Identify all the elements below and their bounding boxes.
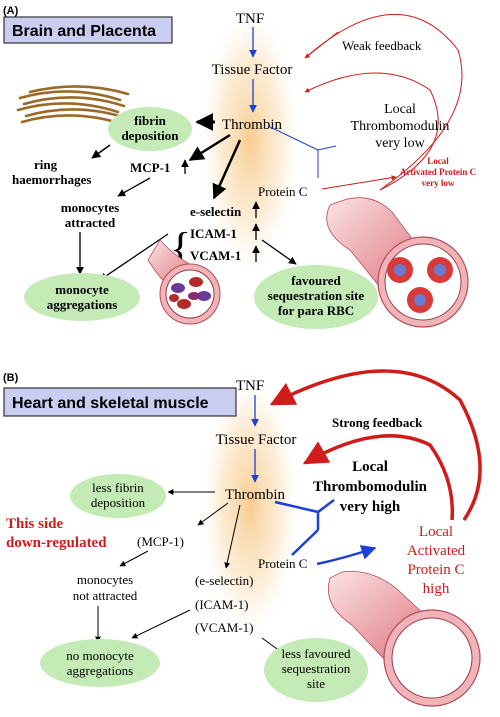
arrow-thrombin-adhesion-a	[212, 139, 242, 200]
sequestration-a-line2: sequestration site	[268, 288, 365, 303]
monocyte-agg-ellipse-b	[40, 639, 160, 687]
thrombomodulin-a-line1: Local	[384, 102, 416, 117]
glow-a	[198, 0, 302, 280]
apc-b-line3: Protein C	[407, 562, 464, 578]
panel-label-a: (A)	[3, 5, 19, 17]
mcp1-b: (MCP-1)	[137, 534, 184, 549]
fibrin-strands-icon	[16, 85, 130, 126]
panel-b: (B) Heart and skeletal muscle TNF Tissue…	[3, 365, 482, 707]
adhesion-a-vcam1: VCAM-1	[190, 248, 241, 263]
sequestration-a-line3: for para RBC	[278, 303, 354, 318]
monocytes-a-line2: attracted	[65, 215, 116, 230]
arrow-adhesion-agg-b	[131, 609, 191, 639]
mcp1-a: MCP-1	[130, 160, 170, 175]
fibrin-b-line1: less fibrin	[92, 480, 144, 495]
monocytes-b-line2: not attracted	[73, 588, 138, 603]
thrombomodulin-link-a	[267, 125, 319, 151]
sequestration-b-line3: site	[307, 676, 325, 691]
arrow-adhesion-seq-a	[261, 239, 297, 265]
vessel-cross-section-b	[383, 609, 481, 707]
ring-a-line1: ring	[34, 157, 58, 172]
arrow-thrombin-mcp1-a	[188, 133, 231, 162]
panel-title-b: Heart and skeletal muscle	[12, 395, 209, 412]
apc-a-line2: Activated Protein C	[400, 167, 476, 177]
feedback-arrowhead-a	[304, 31, 339, 59]
adhesion-b-vcam1: (VCAM-1)	[195, 620, 254, 635]
tissue-factor-b: Tissue Factor	[216, 432, 297, 448]
sequestration-ellipse-a	[254, 265, 378, 329]
vessel-cross-section-a-mid	[159, 263, 221, 325]
down-regulated-line2: down-regulated	[6, 535, 107, 551]
apc-b-line1: Local	[419, 524, 453, 540]
tissue-factor-a: Tissue Factor	[212, 62, 293, 78]
fibrin-a-line1: fibrin	[134, 113, 167, 128]
monocyte-agg-b-line2: aggregations	[67, 663, 133, 678]
adhesion-a-eselectin: e-selectin	[190, 204, 242, 219]
monocytes-a-line1: monocytes	[61, 200, 120, 215]
title-box-a	[3, 16, 173, 44]
feedback-loop-a-inner	[304, 72, 439, 191]
arrow-adhesion-agg-a	[99, 233, 169, 281]
apc-a-line3: very low	[422, 178, 455, 188]
thrombomodulin-link-b	[274, 500, 319, 514]
adhesion-b-eselectin: (e-selectin)	[195, 573, 253, 588]
tnf-b: TNF	[236, 378, 264, 394]
ring-a-line2: haemorrhages	[12, 172, 91, 187]
panel-label-b: (B)	[3, 372, 19, 384]
glow-b	[198, 365, 302, 645]
sequestration-b-line2: sequestration	[282, 661, 351, 676]
fibrin-ellipse-a	[108, 107, 192, 151]
title-box-b	[3, 387, 237, 417]
panel-a: (A) Brain and Placenta TNF Tissue Factor…	[3, 0, 476, 329]
sequestration-ellipse-b	[264, 638, 368, 702]
thrombomodulin-b-line1: Local	[352, 459, 388, 475]
vessel-cross-section-a-right	[377, 236, 469, 328]
adhesion-a-icam1: ICAM-1	[190, 226, 237, 241]
apc-a-line1: Local	[427, 156, 449, 166]
monocytes-b-line1: monocytes	[77, 572, 133, 587]
fibrin-a-line2: deposition	[121, 128, 179, 143]
thrombomodulin-b-line2: Thrombomodulin	[313, 479, 428, 495]
monocyte-agg-a-line2: aggregations	[47, 297, 118, 312]
sequestration-b-line1: less favoured	[282, 646, 351, 661]
fibrin-b-line2: deposition	[91, 495, 146, 510]
arrow-fibrin-ring	[91, 144, 111, 159]
thrombomodulin-receptor-a	[317, 145, 337, 163]
feedback-loop-b-inner	[302, 434, 455, 521]
protein-c-a: Protein C	[258, 184, 307, 199]
adhesion-b-icam1: (ICAM-1)	[195, 597, 248, 612]
tnf-a: TNF	[236, 11, 264, 27]
arrow-mcp1-monocytes-b	[119, 550, 149, 567]
feedback-loop-b-outer	[269, 369, 482, 521]
monocyte-agg-b-line1: no monocyte	[66, 648, 134, 663]
arrow-mcp1-monocytes-a	[117, 177, 151, 197]
arrow-thrombin-adhesion-b	[224, 504, 241, 569]
panel-title-a: Brain and Placenta	[12, 23, 156, 40]
thrombomodulin-stem-b	[291, 529, 319, 556]
thrombomodulin-a-line3: very low	[375, 136, 425, 151]
feedback-loop-a-outer	[304, 13, 463, 191]
monocyte-agg-ellipse-a	[24, 273, 140, 321]
weak-feedback-label: Weak feedback	[342, 38, 422, 53]
sequestration-a-line1: favoured	[291, 273, 341, 288]
arrow-proteinc-apc-b	[316, 545, 377, 566]
thrombomodulin-a-line2: Thrombomodulin	[351, 119, 450, 134]
apc-b-line2: Activated	[407, 543, 466, 559]
strong-feedback-label: Strong feedback	[332, 415, 423, 430]
thrombin-b: Thrombin	[225, 487, 285, 503]
protein-c-b: Protein C	[258, 556, 307, 571]
arrow-thrombin-mcp1-b	[197, 502, 229, 526]
thrombin-a: Thrombin	[222, 117, 282, 133]
monocyte-agg-a-line1: monocyte	[55, 282, 109, 297]
thrombomodulin-b-line3: very high	[340, 499, 401, 515]
down-regulated-line1: This side	[6, 516, 63, 532]
fibrin-ellipse-b	[70, 474, 166, 518]
arrow-proteinc-apc-a	[321, 175, 397, 190]
apc-b-line4: high	[423, 581, 450, 597]
thrombomodulin-receptor-b	[316, 499, 335, 530]
